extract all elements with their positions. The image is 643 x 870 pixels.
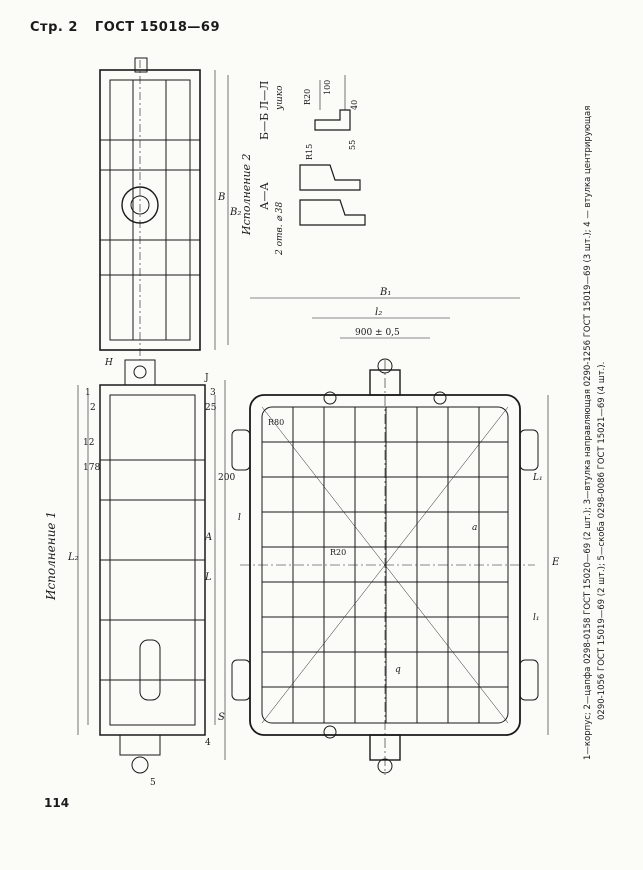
dim-55: 55	[348, 140, 357, 150]
dim-12: 12	[83, 438, 94, 448]
dim-r80: R80	[268, 418, 284, 427]
dim-1: 1	[85, 388, 91, 398]
dim-l1: l₁	[533, 613, 540, 623]
standard-title: ГОСТ 15018—69	[94, 20, 221, 35]
page-header: Стр. 2 ГОСТ 15018—69	[30, 20, 232, 35]
dim-900: 900 ± 0,5	[355, 328, 400, 338]
sections-area: Исполнение 2 А—А Б—Б Л—Л ушко 2 отв. ⌀ 3…	[240, 75, 366, 256]
page-label: Стр. 2	[30, 20, 78, 35]
caption-line-2: 0290-1056 ГОСТ 15019—69 (2 шт.); 5—скоба…	[597, 362, 607, 720]
dim-E: E	[551, 557, 560, 568]
variant2-label: Исполнение 2	[240, 153, 253, 236]
caption-line-1: 1—корпус; 2—цапфа 0298-0158 ГОСТ 15020—6…	[583, 106, 593, 760]
section-ll-label: Л—Л	[258, 81, 271, 110]
dim-B2: B₂	[229, 207, 241, 218]
dim-B1: B₁	[379, 287, 391, 298]
dim-A: A	[204, 532, 212, 543]
dim-2: 2	[90, 403, 96, 413]
dim-4: 4	[205, 738, 211, 748]
dim-J: J	[204, 373, 209, 383]
dim-q: q	[395, 665, 401, 675]
section-bb-label: Б—Б	[258, 113, 271, 140]
dim-3: 3	[210, 388, 216, 398]
dim-L1: L₁	[532, 473, 543, 483]
dim-B: B	[217, 192, 225, 203]
dim-L2: L₂	[67, 552, 79, 563]
dim-40: 40	[350, 100, 359, 110]
variant1-label: Исполнение 1	[44, 511, 58, 601]
dim-200: 200	[218, 473, 235, 483]
dim-S: S	[218, 712, 225, 723]
dim-l2: l₂	[375, 307, 382, 318]
section-aa-label: А—А	[258, 182, 271, 210]
front-grid-view: B₁ l₂ 900 ± 0,5 E L₁ l₁ a q R80 R20 l	[231, 287, 560, 775]
caption-block: 1—корпус; 2—цапфа 0298-0158 ГОСТ 15020—6…	[583, 106, 607, 760]
dim-a: a	[472, 523, 477, 533]
enlarged-label: ушко	[275, 85, 285, 111]
page-number: 114	[44, 796, 70, 810]
dim-L: L	[204, 572, 212, 583]
dim-r20: R20	[303, 89, 312, 105]
side-view: Исполнение 1 L₂ 178 12 A L 200 S 4 J 1 2…	[44, 359, 235, 788]
dim-H: H	[104, 358, 113, 368]
dim-5: 5	[150, 778, 156, 788]
dim-r20-front: R20	[330, 548, 346, 557]
dim-178: 178	[83, 463, 100, 473]
dim-l-small: l	[238, 513, 241, 523]
holes-label: 2 отв. ⌀ 38	[275, 201, 285, 256]
dim-25: 25	[205, 403, 217, 413]
dim-100: 100	[323, 80, 332, 95]
dim-r15: R15	[305, 144, 314, 160]
top-plan-view: B B₂ H	[99, 57, 241, 368]
